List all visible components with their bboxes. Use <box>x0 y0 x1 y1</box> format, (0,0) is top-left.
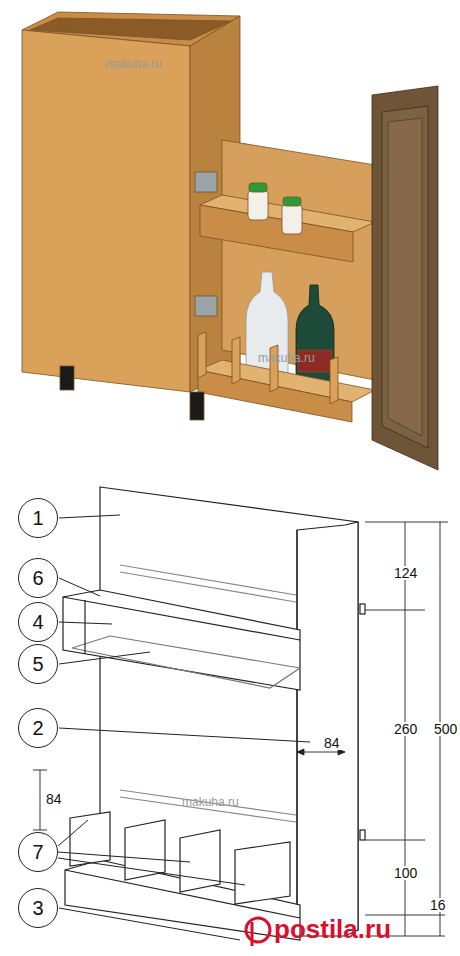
rail <box>120 572 296 602</box>
rendered-cabinet <box>22 12 438 470</box>
dimension-lines <box>33 522 448 936</box>
leader-lines <box>58 515 310 940</box>
watermark: makuha.ru <box>182 796 239 808</box>
rail <box>120 797 296 822</box>
shelf-bottom <box>72 636 300 688</box>
callout-number: 4 <box>18 602 58 642</box>
rail <box>120 790 296 815</box>
door-inner <box>388 118 422 436</box>
callout-number: 6 <box>18 558 58 598</box>
divider <box>180 830 220 892</box>
rack-shelf-front <box>200 205 353 262</box>
watermark: postila.ru <box>274 916 391 942</box>
divider <box>330 357 338 404</box>
shelf-end <box>84 600 85 654</box>
door-panel <box>382 106 428 448</box>
callout-number: 3 <box>18 888 58 928</box>
dimension-label: 16 <box>428 898 448 912</box>
leg <box>190 392 204 420</box>
callout-text: 3 <box>32 898 43 918</box>
watermark: makuha.ru <box>105 58 162 70</box>
fitting <box>360 830 365 840</box>
door-facade <box>372 86 438 470</box>
bottle <box>282 204 302 234</box>
callout-text: 2 <box>32 718 43 738</box>
fitting <box>360 604 365 614</box>
panel-edge <box>296 530 297 936</box>
callout-text: 5 <box>32 654 43 674</box>
bottle <box>248 190 268 220</box>
callout-number: 2 <box>18 708 58 748</box>
side-panel <box>297 522 358 936</box>
dimension-label: 500 <box>432 722 459 736</box>
leg <box>60 366 74 390</box>
bottle-cap <box>283 197 301 206</box>
shelf-edge <box>63 597 300 640</box>
dimension-label: 84 <box>44 792 64 806</box>
callout-text: 6 <box>32 568 43 588</box>
callout-text: 1 <box>32 508 43 528</box>
postila-logo <box>246 918 270 946</box>
divider <box>232 337 240 384</box>
divider <box>235 842 290 904</box>
callout-text: 7 <box>32 842 43 862</box>
runner <box>195 296 217 316</box>
dimension-label: 100 <box>392 866 419 880</box>
callout-number: 7 <box>18 832 58 872</box>
divider <box>198 332 206 378</box>
watermark: makuha.ru <box>258 352 315 364</box>
callout-number: 1 <box>18 498 58 538</box>
dimension-label: 124 <box>392 566 419 580</box>
dimension-label: 84 <box>322 736 342 750</box>
rail <box>120 565 296 595</box>
cabinet-side <box>22 30 190 392</box>
callout-number: 5 <box>18 644 58 684</box>
dimension-label: 260 <box>392 722 419 736</box>
shelf-box <box>63 590 300 690</box>
runner <box>195 172 217 192</box>
bottle-cap <box>249 183 267 192</box>
divider <box>70 812 110 866</box>
callout-text: 4 <box>32 612 43 632</box>
line-drawing <box>63 487 365 940</box>
